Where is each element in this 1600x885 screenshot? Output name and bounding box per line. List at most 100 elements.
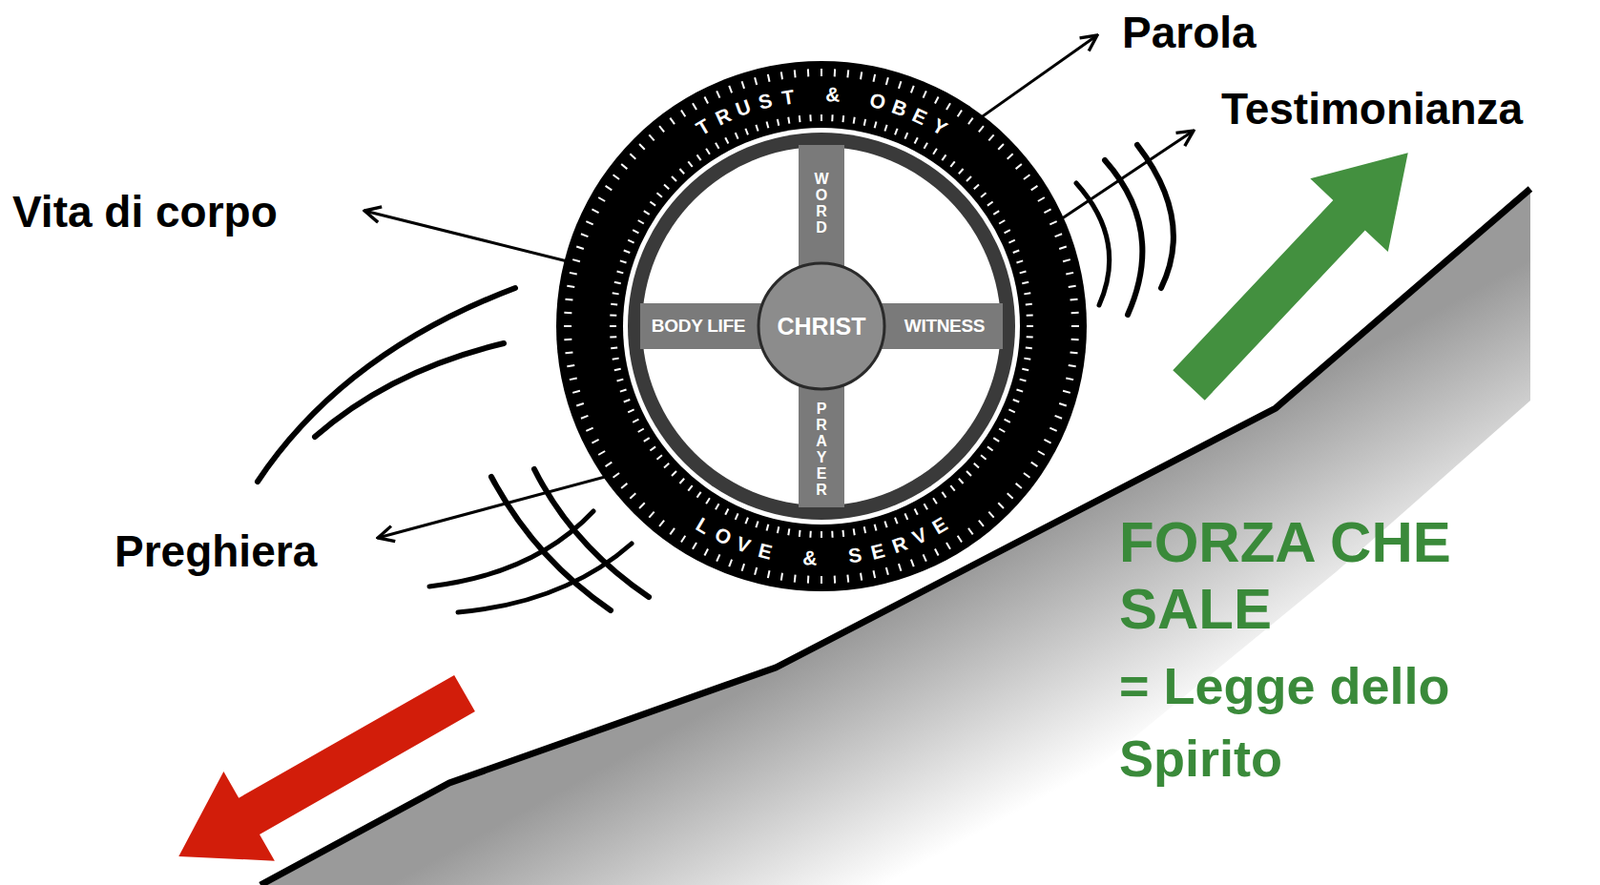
tread-mark xyxy=(581,233,588,237)
tread-mark xyxy=(644,437,650,442)
tread-mark xyxy=(1062,259,1071,262)
tread-mark xyxy=(788,528,790,536)
tread-mark xyxy=(935,96,939,104)
tread-mark xyxy=(988,512,994,519)
tread-mark xyxy=(585,428,593,432)
arc-letter: E xyxy=(910,104,932,129)
tread-mark xyxy=(846,69,850,78)
tread-mark xyxy=(874,122,877,129)
callout-label: Vita di corpo xyxy=(12,185,356,239)
force-note: = Legge dello Spirito xyxy=(1119,649,1539,795)
tread-mark xyxy=(1023,473,1030,478)
tread-mark xyxy=(1065,272,1074,275)
tread-mark xyxy=(898,81,901,89)
tread-mark xyxy=(1025,346,1033,350)
tread-mark xyxy=(793,69,797,78)
tread-mark xyxy=(1068,365,1077,367)
tread-mark xyxy=(1025,303,1033,307)
tread-mark xyxy=(833,68,836,77)
tread-mark xyxy=(692,103,697,110)
tread-mark xyxy=(598,197,605,202)
tread-mark xyxy=(1026,313,1034,316)
tread-mark xyxy=(1016,389,1023,392)
tread-mark xyxy=(872,74,875,83)
tread-mark xyxy=(807,576,810,584)
tread-mark xyxy=(1071,325,1080,328)
tread-mark xyxy=(860,71,862,80)
tread-mark xyxy=(1008,240,1015,244)
tread-mark xyxy=(581,415,588,419)
tread-mark xyxy=(664,184,669,189)
tread-mark xyxy=(935,548,939,556)
tread-mark xyxy=(958,168,964,174)
tread-mark xyxy=(1038,197,1045,202)
tread-mark xyxy=(754,77,757,85)
tire-wheel: WORDBODY LIFECHRISTWITNESSPRAYERTRUST & … xyxy=(556,61,1087,592)
rim-ring xyxy=(627,132,1016,520)
tread-mark xyxy=(614,369,622,371)
tread-mark xyxy=(997,502,1004,509)
tread-mark xyxy=(563,311,572,314)
tread-mark xyxy=(648,512,654,519)
arc-letter: T xyxy=(692,115,714,140)
tread-mark xyxy=(613,473,620,478)
tread-mark xyxy=(933,498,937,504)
tread-mark xyxy=(864,526,866,534)
tread-mark xyxy=(598,451,605,456)
tread-mark xyxy=(725,137,728,144)
cross-arm: WORD xyxy=(798,145,845,270)
tread-mark xyxy=(853,528,855,536)
tread-mark xyxy=(886,567,889,576)
tread-mark xyxy=(681,536,686,543)
tread-mark xyxy=(638,429,645,434)
tread-mark xyxy=(566,286,575,288)
tread-mark xyxy=(924,503,929,510)
tread-mark xyxy=(904,513,908,520)
tread-mark xyxy=(831,114,833,122)
arc-letter: Y xyxy=(929,115,952,140)
tread-mark xyxy=(1070,298,1079,302)
tread-mark xyxy=(958,478,964,484)
tread-mark xyxy=(1070,351,1079,354)
tread-mark xyxy=(613,174,620,180)
tread-mark xyxy=(1062,391,1071,394)
tread-mark xyxy=(716,90,720,98)
arc-letter: B xyxy=(889,96,910,121)
tread-mark xyxy=(617,271,624,274)
arm-label: BODY LIFE xyxy=(651,315,746,337)
tread-mark xyxy=(679,478,685,484)
tread-mark xyxy=(957,110,962,118)
arc-letter xyxy=(829,547,836,568)
tread-mark xyxy=(807,68,810,77)
tread-mark xyxy=(831,531,833,539)
hub-circle-shape xyxy=(758,263,885,390)
callout-label: Preghiera xyxy=(114,524,401,579)
tread-mark xyxy=(968,118,974,125)
arc-letter: O xyxy=(867,89,888,113)
tread-mark xyxy=(715,143,720,149)
arc-letter: E xyxy=(929,513,952,538)
tread-mark xyxy=(1019,271,1027,274)
tread-mark xyxy=(623,249,631,253)
tread-mark xyxy=(872,570,875,579)
tread-mark xyxy=(809,531,811,539)
tread-mark xyxy=(1049,428,1057,432)
leader-line xyxy=(946,130,1194,296)
tread-mark xyxy=(993,210,999,215)
tread-mark xyxy=(809,114,811,122)
tread-mark xyxy=(649,446,656,451)
tread-mark xyxy=(767,524,769,532)
tire-inner-edge xyxy=(623,127,1020,525)
tread-mark xyxy=(798,530,802,538)
tread-mark xyxy=(884,124,887,132)
rim-inside xyxy=(642,146,1001,506)
tread-mark xyxy=(656,455,662,459)
tread-mark xyxy=(585,221,593,225)
tread-mark xyxy=(1071,311,1080,314)
motion-line xyxy=(1104,160,1143,315)
tread-mark xyxy=(1068,286,1077,288)
tread-mark xyxy=(1031,462,1039,467)
tread-mark xyxy=(988,134,994,141)
tread-mark xyxy=(1043,208,1051,213)
tread-mark xyxy=(1071,338,1080,341)
